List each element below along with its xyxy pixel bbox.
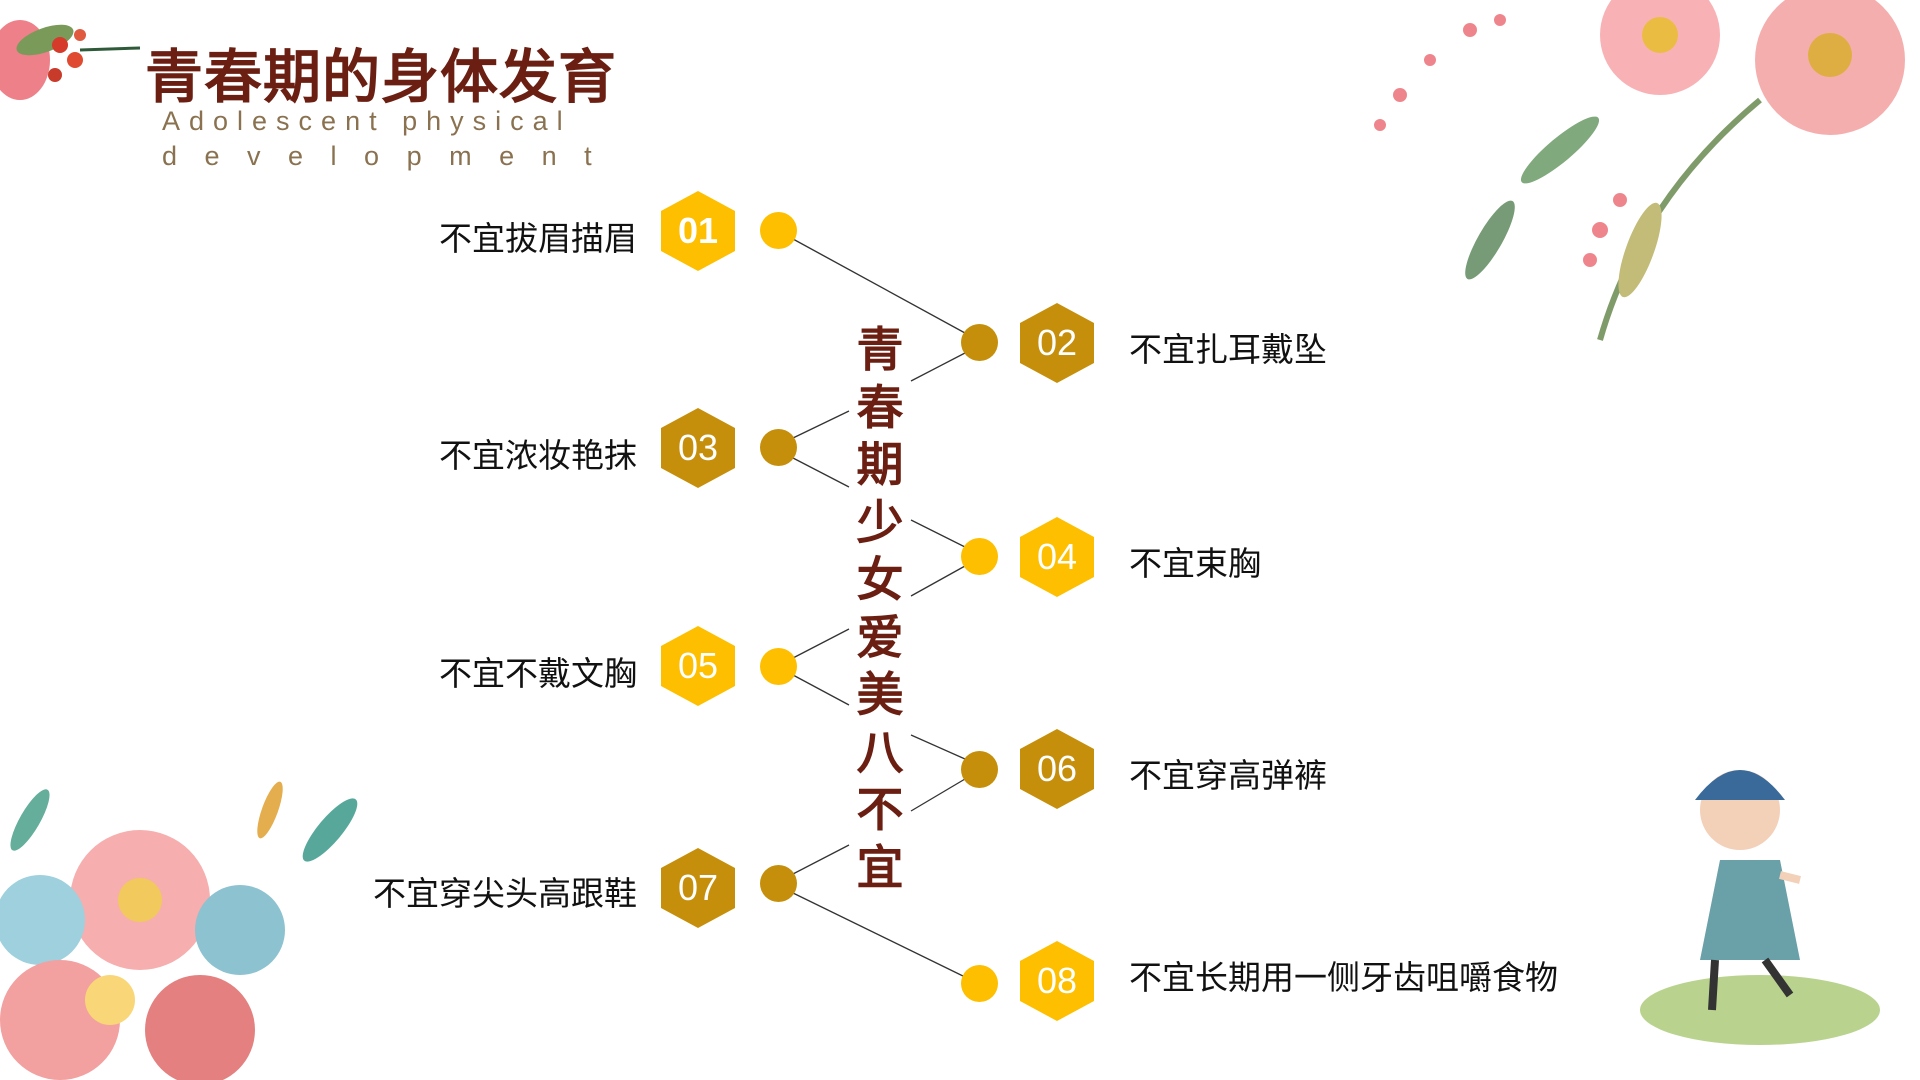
number-badge-06: 06 xyxy=(1020,729,1094,809)
top-right-flower-icon xyxy=(1374,0,1905,341)
item-label-07: 不宜穿尖头高跟鞋 xyxy=(373,874,637,913)
node-dot-01 xyxy=(760,212,797,249)
item-label-01: 不宜拔眉描眉 xyxy=(439,219,637,258)
node-dot-08 xyxy=(961,965,998,1002)
number-badge-08: 08 xyxy=(1020,941,1094,1021)
node-dot-05 xyxy=(760,648,797,685)
item-label-08: 不宜长期用一侧牙齿咀嚼食物 xyxy=(1129,958,1558,997)
item-label-04: 不宜束胸 xyxy=(1129,544,1261,583)
subtitle-line-1: Adolescent physical xyxy=(162,106,572,136)
node-dot-07 xyxy=(760,865,797,902)
item-label-02: 不宜扎耳戴坠 xyxy=(1129,330,1327,369)
item-label-05: 不宜不戴文胸 xyxy=(439,654,637,693)
number-badge-04: 04 xyxy=(1020,517,1094,597)
item-label-06: 不宜穿高弹裤 xyxy=(1129,756,1327,795)
node-dot-04 xyxy=(961,538,998,575)
node-dot-06 xyxy=(961,751,998,788)
subtitle-line-2: development xyxy=(162,141,620,171)
item-label-03: 不宜浓妆艳抹 xyxy=(439,436,637,475)
bottom-left-flower-icon xyxy=(0,781,358,1080)
center-vertical-title: 青春期少女爱美八不宜 xyxy=(856,323,904,896)
girl-illustration-icon xyxy=(1640,770,1880,1045)
node-dot-03 xyxy=(760,429,797,466)
top-left-flower-icon xyxy=(0,20,141,100)
connector-lines xyxy=(792,238,966,978)
node-dot-02 xyxy=(961,324,998,361)
number-badge-02: 02 xyxy=(1020,303,1094,383)
page-title: 青春期的身体发育 xyxy=(145,43,618,111)
